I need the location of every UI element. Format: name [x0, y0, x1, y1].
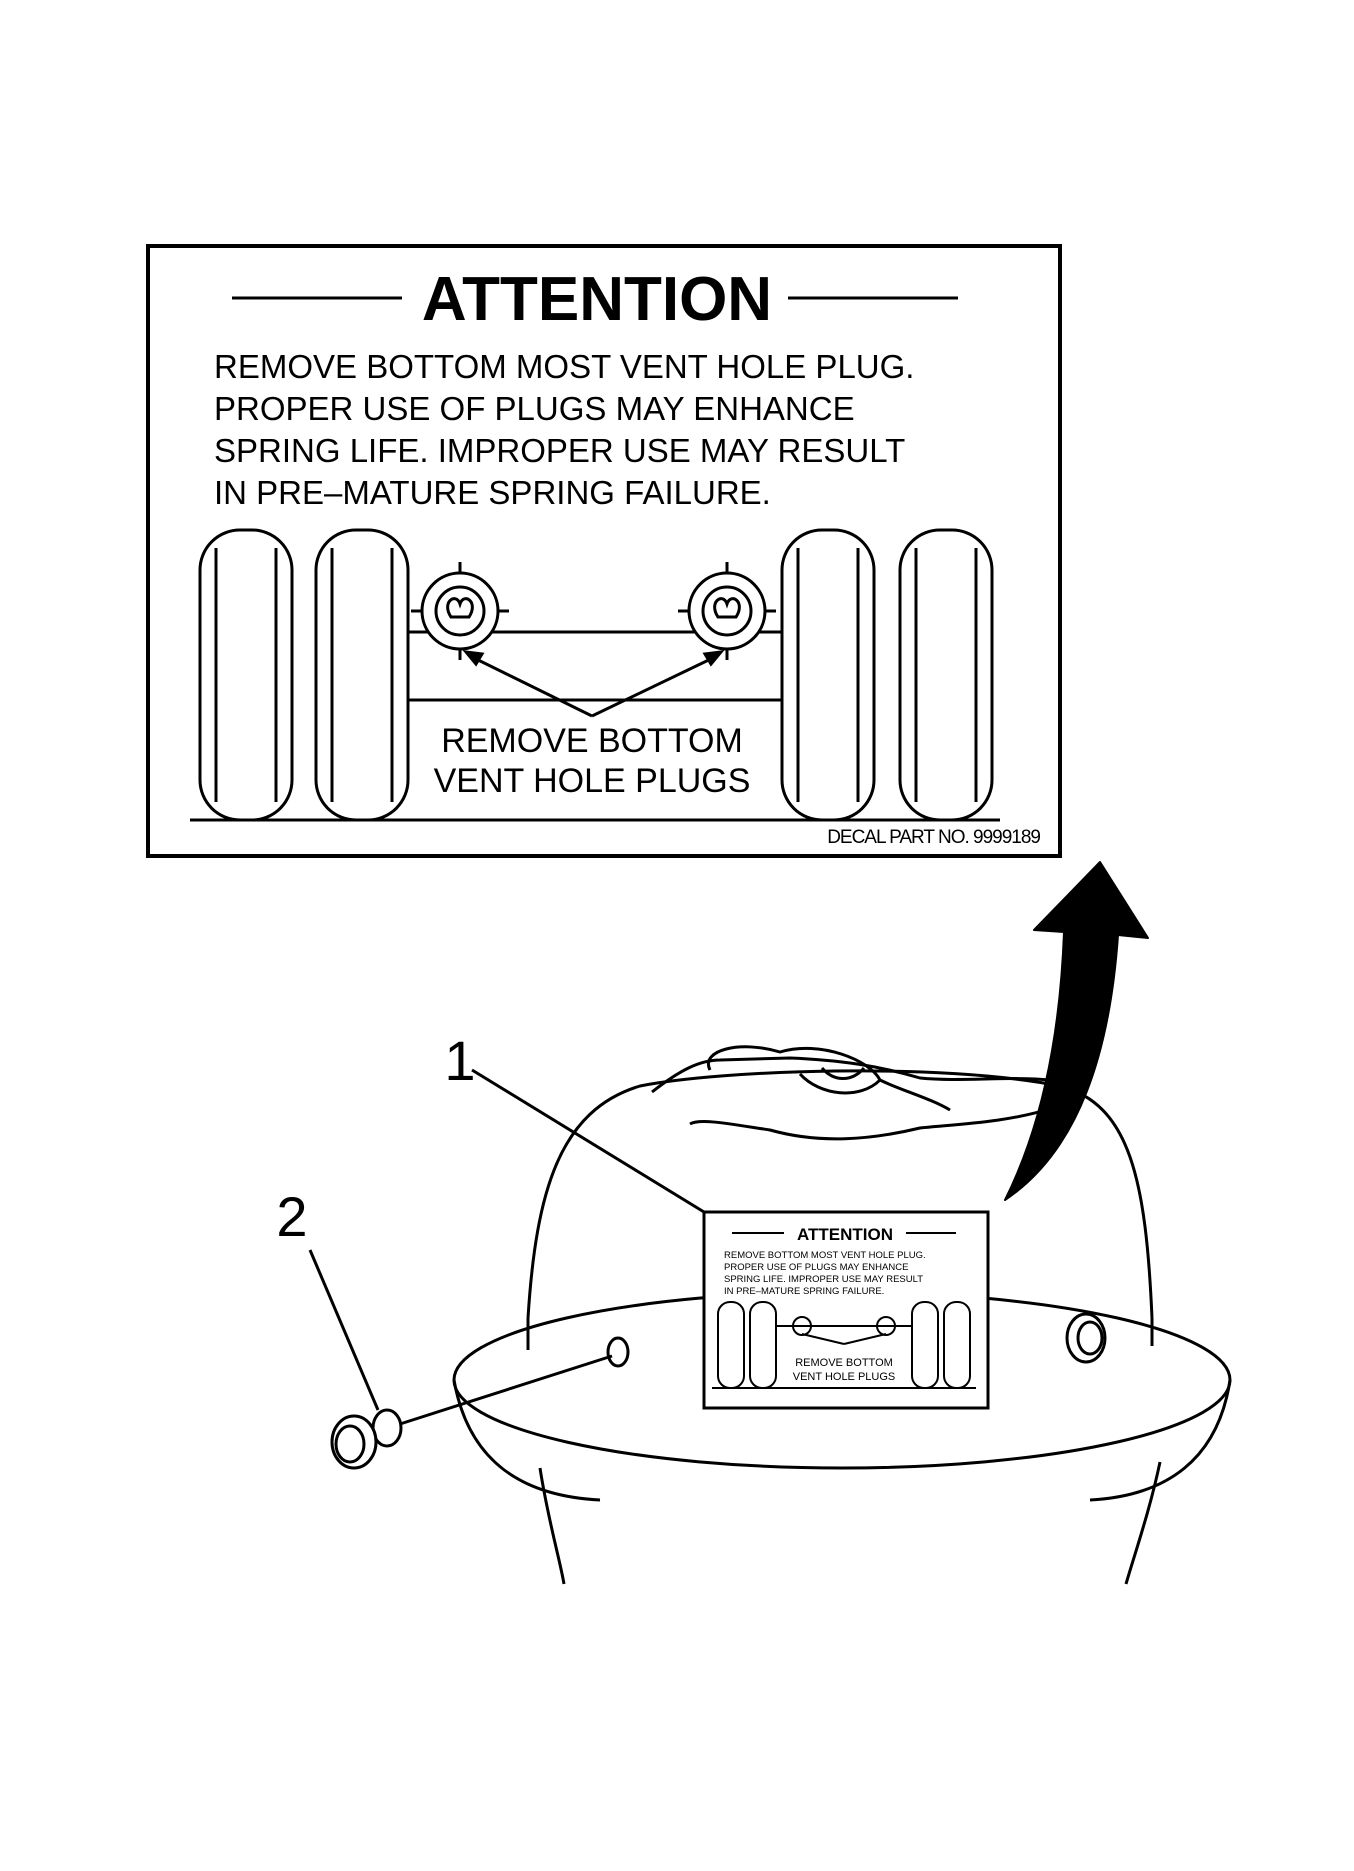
mounted-decal-line-1: REMOVE BOTTOM MOST VENT HOLE PLUG. [724, 1250, 926, 1261]
decal-line-4: IN PRE–MATURE SPRING FAILURE. [214, 474, 771, 511]
decal-part-number: DECAL PART NO. 9999189 [827, 827, 1040, 848]
mounted-decal-line-4: IN PRE–MATURE SPRING FAILURE. [724, 1286, 884, 1297]
callout-2: 2 [276, 1185, 307, 1248]
mounted-decal: ATTENTION REMOVE BOTTOM MOST VENT HOLE P… [702, 1210, 990, 1410]
curved-arrow [1004, 861, 1149, 1201]
enlarged-decal: ATTENTION REMOVE BOTTOM MOST VENT HOLE P… [146, 244, 1062, 858]
air-spring-left [411, 562, 509, 660]
mounted-decal-line-2: PROPER USE OF PLUGS MAY ENHANCE [724, 1262, 908, 1273]
mounted-decal-callout-2: VENT HOLE PLUGS [793, 1371, 896, 1383]
decal-line-2: PROPER USE OF PLUGS MAY ENHANCE [214, 390, 855, 427]
leader-line-2 [308, 1249, 380, 1411]
mounted-decal-callout-1: REMOVE BOTTOM [795, 1357, 893, 1369]
air-spring-right [678, 562, 776, 660]
decal-title: ATTENTION [422, 265, 772, 334]
decal-border [146, 244, 1062, 858]
callout-1: 1 [444, 1029, 475, 1092]
mounted-decal-line-3: SPRING LIFE. IMPROPER USE MAY RESULT [724, 1274, 923, 1285]
vent-plug [330, 1408, 403, 1470]
mounted-decal-title: ATTENTION [797, 1225, 893, 1244]
decal-line-3: SPRING LIFE. IMPROPER USE MAY RESULT [214, 432, 905, 469]
plug-to-hole-line [399, 1354, 613, 1426]
decal-callout-line-1: REMOVE BOTTOM [441, 722, 743, 760]
leader-line-1 [471, 1068, 705, 1214]
vent-plug-arrows [462, 650, 725, 718]
decal-line-1: REMOVE BOTTOM MOST VENT HOLE PLUG. [214, 348, 914, 385]
decal-callout-line-2: VENT HOLE PLUGS [434, 762, 751, 800]
